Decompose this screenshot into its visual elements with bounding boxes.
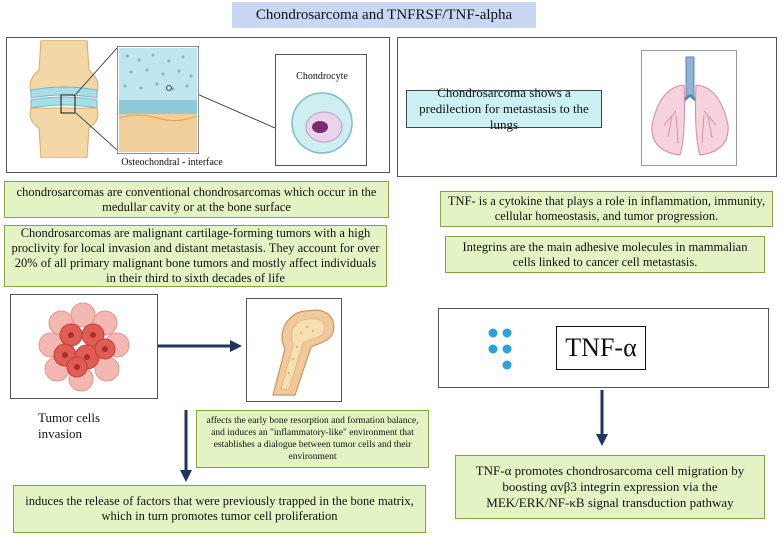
tnf-alpha-symbol: TNF-α <box>556 326 646 370</box>
conventional-chondrosarcoma-box: chondrosarcomas are conventional chondro… <box>4 181 389 218</box>
tnf-molecule-dots-icon <box>488 328 512 370</box>
chondrocyte-cell-illustration <box>291 92 353 154</box>
diagram-title: Chondrosarcoma and TNFRSF/TNF-alpha <box>232 2 536 28</box>
tumor-invasion-label: Tumor cells invasion <box>38 410 100 441</box>
femur-bone-illustration <box>272 309 335 396</box>
lung-panel: Chondrosarcoma shows a predilection for … <box>397 37 777 177</box>
tnf-alpha-panel: TNF-α <box>438 308 769 388</box>
arrow-tumor-to-bone <box>158 340 242 352</box>
arrow-down-left <box>180 410 192 482</box>
bone-frame <box>246 298 342 402</box>
cartilage-zoom-illustration <box>117 46 199 154</box>
integrin-box: Integrins are the main adhesive molecule… <box>445 236 765 273</box>
lungs-illustration <box>651 56 729 156</box>
knee-joint-illustration <box>29 40 99 158</box>
tumor-cells-frame <box>10 294 158 399</box>
chondrocyte-label: Chondrocyte <box>296 71 348 82</box>
tnf-migration-box: TNF-α promotes chondrosarcoma cell migra… <box>455 455 765 519</box>
release-factors-box: induces the release of factors that were… <box>13 485 426 533</box>
lung-image-frame <box>641 50 737 166</box>
lung-metastasis-box: Chondrosarcoma shows a predilection for … <box>406 85 602 132</box>
tnf-role-box: TNF- is a cytokine that plays a role in … <box>440 191 773 227</box>
bone-balance-box: affects the early bone resorption and fo… <box>196 410 429 468</box>
osteochondral-interface-label: Osteochondral - interface <box>121 157 223 168</box>
tumor-cells-illustration <box>38 302 130 392</box>
malignant-tumor-box: Chondrosarcomas are malignant cartilage-… <box>4 225 387 287</box>
osteochondral-panel: Osteochondral - interface Chondrocyte <box>6 37 390 173</box>
arrow-down-right <box>596 390 608 446</box>
chondrocyte-inset: Chondrocyte <box>275 54 367 166</box>
